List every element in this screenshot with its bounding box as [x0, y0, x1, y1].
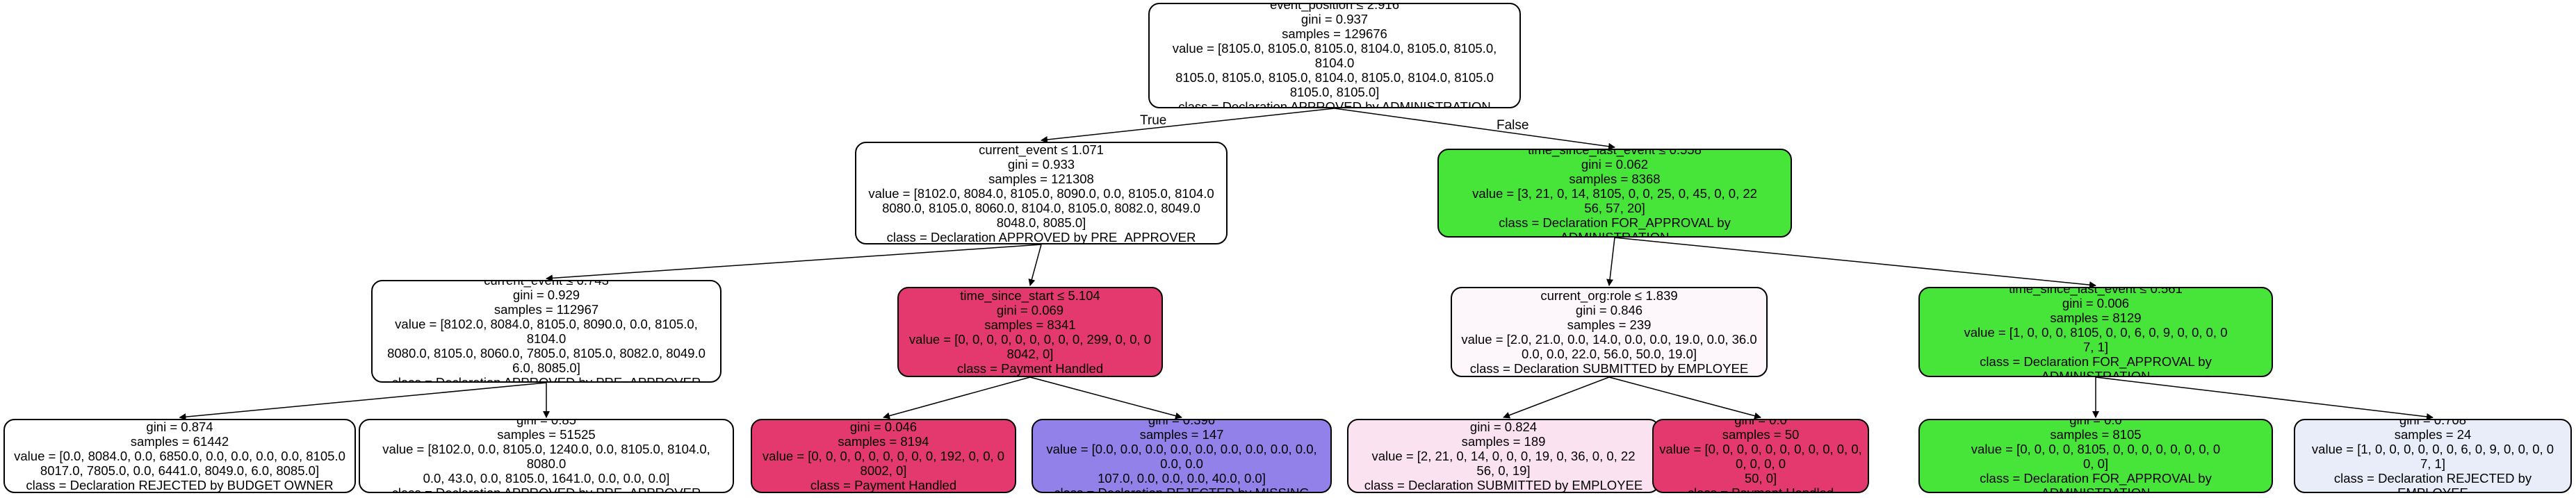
node-class-text: class = Declaration SUBMITTED by EMPLOYE… — [1469, 361, 1749, 376]
edge-n0-n1 — [1041, 108, 1335, 143]
node-class-text: class = Declaration FOR_APPROVAL by ADMI… — [1499, 215, 1731, 238]
node-value-text: value = [0.0, 0.0, 0.0, 0.0, 0.0, 0.0, 0… — [1046, 441, 1317, 485]
node-class-text: class = Payment Handled — [956, 361, 1104, 376]
node-value-text: value = [0, 0, 0, 0, 0, 0, 0, 0, 0, 299,… — [908, 332, 1152, 361]
edge-label-false: False — [1497, 118, 1529, 133]
node-value-text: value = [8102.0, 0.0, 8105.0, 1240.0, 0.… — [382, 441, 710, 485]
node-split-rule-text: current_org:role ≤ 1.839 — [1540, 288, 1678, 303]
node-class-text: class = Declaration SUBMITTED by EMPLOYE… — [1364, 478, 1643, 492]
node-value-text: value = [8102.0, 8084.0, 8105.0, 8090.0,… — [387, 317, 706, 375]
edge-n3-n7 — [179, 382, 547, 421]
node-samples-text: samples = 50 — [1722, 426, 1800, 442]
node-samples-text: samples = 8194 — [838, 434, 929, 449]
node-class-text: class = Declaration REJECTED by MISSING — [1054, 485, 1310, 493]
node-split-rule-text: current_event ≤ 0.743 — [484, 280, 609, 288]
node-samples-text: samples = 8129 — [2050, 310, 2142, 325]
node-samples-text: samples = 61442 — [130, 434, 229, 449]
node-samples-text: samples = 189 — [1461, 434, 1546, 449]
edge-n2-n5 — [1606, 237, 1615, 286]
node-class-text: class = Declaration APPROVED by ADMINIST… — [1178, 99, 1491, 108]
node-samples-text: samples = 147 — [1139, 426, 1224, 442]
node-value-text: value = [8105.0, 8105.0, 8105.0, 8104.0,… — [1172, 41, 1497, 99]
node-gini-text: gini = 0.846 — [1575, 303, 1643, 317]
node-split-rule-text: event_position ≤ 2.916 — [1269, 3, 1400, 12]
node-class-text: class = Declaration APPROVED by PRE_APPR… — [886, 229, 1196, 244]
node-split-rule-text: current_event ≤ 1.071 — [979, 142, 1104, 157]
node-value-text: value = [0, 0, 0, 0, 8105, 0, 0, 0, 0, 0… — [1971, 441, 2221, 471]
edge-n1-n3 — [546, 244, 1042, 282]
edge-label-true: True — [1140, 113, 1167, 128]
edge-n5-n12 — [1608, 376, 1761, 420]
node-class-text: class = Declaration REJECTED by BUDGET O… — [26, 478, 334, 492]
edge-n4-n10 — [1029, 376, 1182, 420]
node-gini-text: gini = 0.85 — [516, 419, 576, 427]
node-class-text: class = Declaration FOR_APPROVAL by ADMI… — [1980, 470, 2212, 493]
node-samples-text: samples = 8341 — [984, 317, 1076, 332]
edge-n5-n11 — [1503, 376, 1610, 419]
node-gini-text: gini = 0.069 — [996, 303, 1064, 317]
node-value-text: value = [0, 0, 0, 0, 0, 0, 0, 0, 0, 0, 0… — [1659, 441, 1862, 485]
node-value-text: value = [2.0, 21.0, 0.0, 14.0, 0.0, 0.0,… — [1461, 332, 1757, 361]
node-value-text: value = [8102.0, 8084.0, 8105.0, 8090.0,… — [868, 185, 1214, 230]
node-samples-text: samples = 51525 — [497, 426, 596, 442]
node-samples-text: samples = 239 — [1567, 317, 1652, 332]
node-class-text: class = Declaration APPROVED by PRE_APPR… — [391, 375, 701, 383]
node-split-rule-text: time_since_last_event ≤ 0.561 — [2009, 287, 2183, 296]
node-samples-text: samples = 112967 — [494, 302, 599, 317]
node-gini-text: gini = 0.006 — [2062, 295, 2130, 310]
node-samples-text: samples = 24 — [2394, 426, 2472, 442]
node-class-text: class = Payment Handled — [1687, 485, 1834, 493]
node-samples-text: samples = 8105 — [2050, 426, 2142, 442]
node-value-text: value = [0, 0, 0, 0, 0, 0, 0, 0, 0, 192,… — [762, 449, 1005, 478]
node-split-rule-text: time_since_last_event ≤ 0.558 — [1528, 149, 1702, 157]
node-gini-text: gini = 0.0 — [2069, 419, 2122, 427]
node-samples-text: samples = 121308 — [988, 171, 1094, 186]
node-samples-text: samples = 129676 — [1282, 26, 1387, 41]
node-samples-text: samples = 8368 — [1569, 171, 1661, 186]
node-gini-text: gini = 0.874 — [146, 420, 213, 434]
edge-n0-n2 — [1334, 108, 1615, 150]
node-gini-text: gini = 0.933 — [1007, 156, 1075, 172]
node-gini-text: gini = 0.937 — [1301, 12, 1369, 26]
node-gini-text: gini = 0.708 — [2399, 419, 2467, 427]
node-value-text: value = [2, 21, 0, 14, 0, 0, 0, 19, 0, 3… — [1371, 449, 1636, 478]
node-class-text: class = Declaration REJECTED by EMPLOYEE — [2333, 470, 2532, 493]
node-split-rule-text: time_since_start ≤ 5.104 — [960, 288, 1100, 303]
node-class-text: class = Declaration APPROVED by PRE_APPR… — [391, 485, 701, 493]
node-gini-text: gini = 0.046 — [849, 420, 918, 434]
edge-n2-n6 — [1614, 237, 2096, 289]
edge-n1-n4 — [1028, 244, 1042, 286]
node-gini-text: gini = 0.0 — [1734, 419, 1787, 427]
node-gini-text: gini = 0.929 — [512, 288, 580, 302]
edge-n6-n14 — [2095, 376, 2434, 420]
node-gini-text: gini = 0.396 — [1148, 419, 1216, 427]
node-class-text: class = Payment Handled — [810, 478, 957, 492]
node-value-text: value = [3, 21, 0, 14, 8105, 0, 0, 25, 0… — [1472, 185, 1757, 215]
node-gini-text: gini = 0.824 — [1469, 420, 1538, 434]
node-value-text: value = [1, 0, 0, 0, 8105, 0, 0, 6, 0, 9… — [1964, 324, 2228, 354]
node-value-text: value = [1, 0, 0, 0, 0, 0, 0, 6, 0, 9, 0… — [2311, 441, 2554, 471]
node-gini-text: gini = 0.062 — [1581, 156, 1649, 172]
node-value-text: value = [0.0, 8084.0, 0.0, 6850.0, 0.0, … — [14, 449, 345, 478]
node-class-text: class = Declaration FOR_APPROVAL by ADMI… — [1980, 354, 2212, 377]
edge-n4-n9 — [883, 376, 1031, 420]
